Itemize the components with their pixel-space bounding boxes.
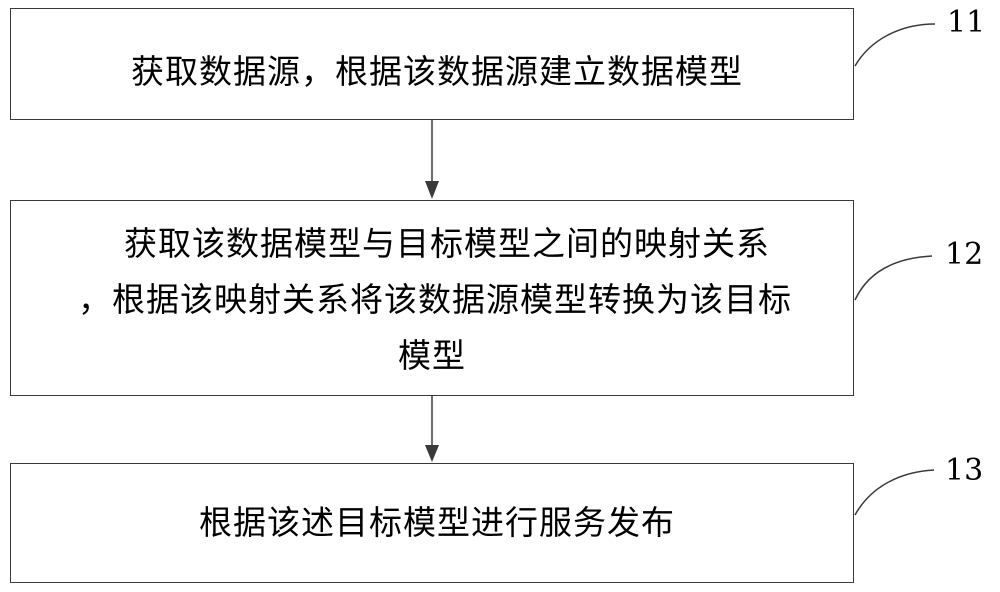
arrow-12-to-13-head	[425, 445, 439, 462]
leader-curve-13	[854, 469, 935, 516]
leader-curve-11	[854, 23, 936, 67]
step-box-13: 根据该述目标模型进行服务发布	[10, 463, 854, 583]
ref-label-13: 13	[945, 453, 984, 488]
arrow-11-to-12-head	[425, 181, 439, 199]
step-12-line-2: ，根据该映射关系将该数据源模型转换为该目标	[78, 280, 792, 319]
step-box-12: 获取该数据模型与目标模型之间的映射关系 ，根据该映射关系将该数据源模型转换为该目…	[10, 200, 854, 396]
step-11-text: 获取数据源，根据该数据源建立数据模型	[131, 52, 743, 91]
step-box-11: 获取数据源，根据该数据源建立数据模型	[10, 8, 854, 120]
step-13-text: 根据该述目标模型进行服务发布	[199, 503, 675, 542]
leader-curve-12	[854, 255, 933, 301]
step-12-line-1: 获取该数据模型与目标模型之间的映射关系	[124, 224, 770, 263]
step-12-line-3: 模型	[398, 336, 466, 375]
ref-label-12: 12	[945, 237, 984, 272]
ref-label-11: 11	[947, 5, 986, 40]
